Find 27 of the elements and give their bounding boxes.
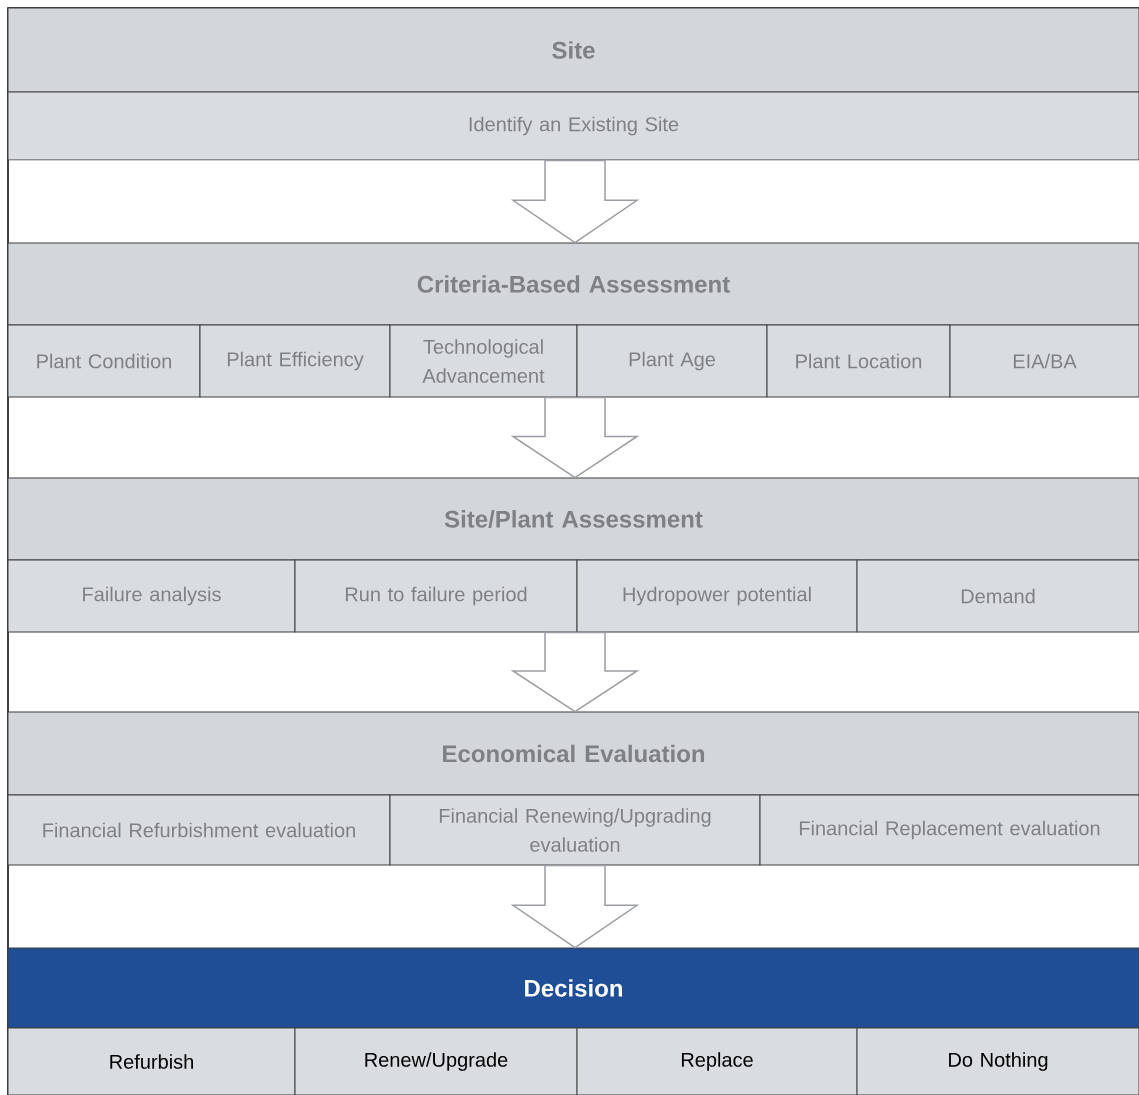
option-box: Do Nothing bbox=[856, 1027, 1139, 1095]
criterion-box: EIA/BA bbox=[949, 324, 1139, 398]
criterion-box: Plant Condition bbox=[7, 324, 201, 398]
option-box: Renew/Upgrade bbox=[294, 1027, 578, 1095]
section-header: Economical Evaluation bbox=[7, 711, 1139, 796]
section-header: Site bbox=[7, 7, 1139, 93]
criterion-box: Failure analysis bbox=[7, 559, 296, 633]
criterion-box: Plant Efficiency bbox=[199, 324, 391, 398]
criterion-box: Financial Replacement evaluation bbox=[759, 794, 1139, 866]
arrow bbox=[510, 864, 640, 949]
criterion-box: Plant Age bbox=[576, 324, 768, 398]
criterion-box: Technological Advancement bbox=[389, 324, 578, 398]
arrow bbox=[510, 631, 640, 713]
decision-header: Decision bbox=[7, 947, 1139, 1029]
option-box: Refurbish bbox=[7, 1027, 296, 1095]
criterion-box: Demand bbox=[856, 559, 1139, 633]
section-header: Criteria-Based Assessment bbox=[7, 242, 1139, 326]
arrow bbox=[510, 396, 640, 479]
criterion-box: Financial Refurbishment evaluation bbox=[7, 794, 391, 866]
criterion-box: Hydropower potential bbox=[576, 559, 858, 633]
option-box: Replace bbox=[576, 1027, 858, 1095]
section-header: Site/Plant Assessment bbox=[7, 477, 1139, 561]
arrow bbox=[510, 159, 640, 244]
criterion-box: Run to failure period bbox=[294, 559, 578, 633]
criterion-box: Identify an Existing Site bbox=[7, 91, 1139, 161]
criterion-box: Financial Renewing/Upgrading evaluation bbox=[389, 794, 761, 866]
criterion-box: Plant Location bbox=[766, 324, 951, 398]
